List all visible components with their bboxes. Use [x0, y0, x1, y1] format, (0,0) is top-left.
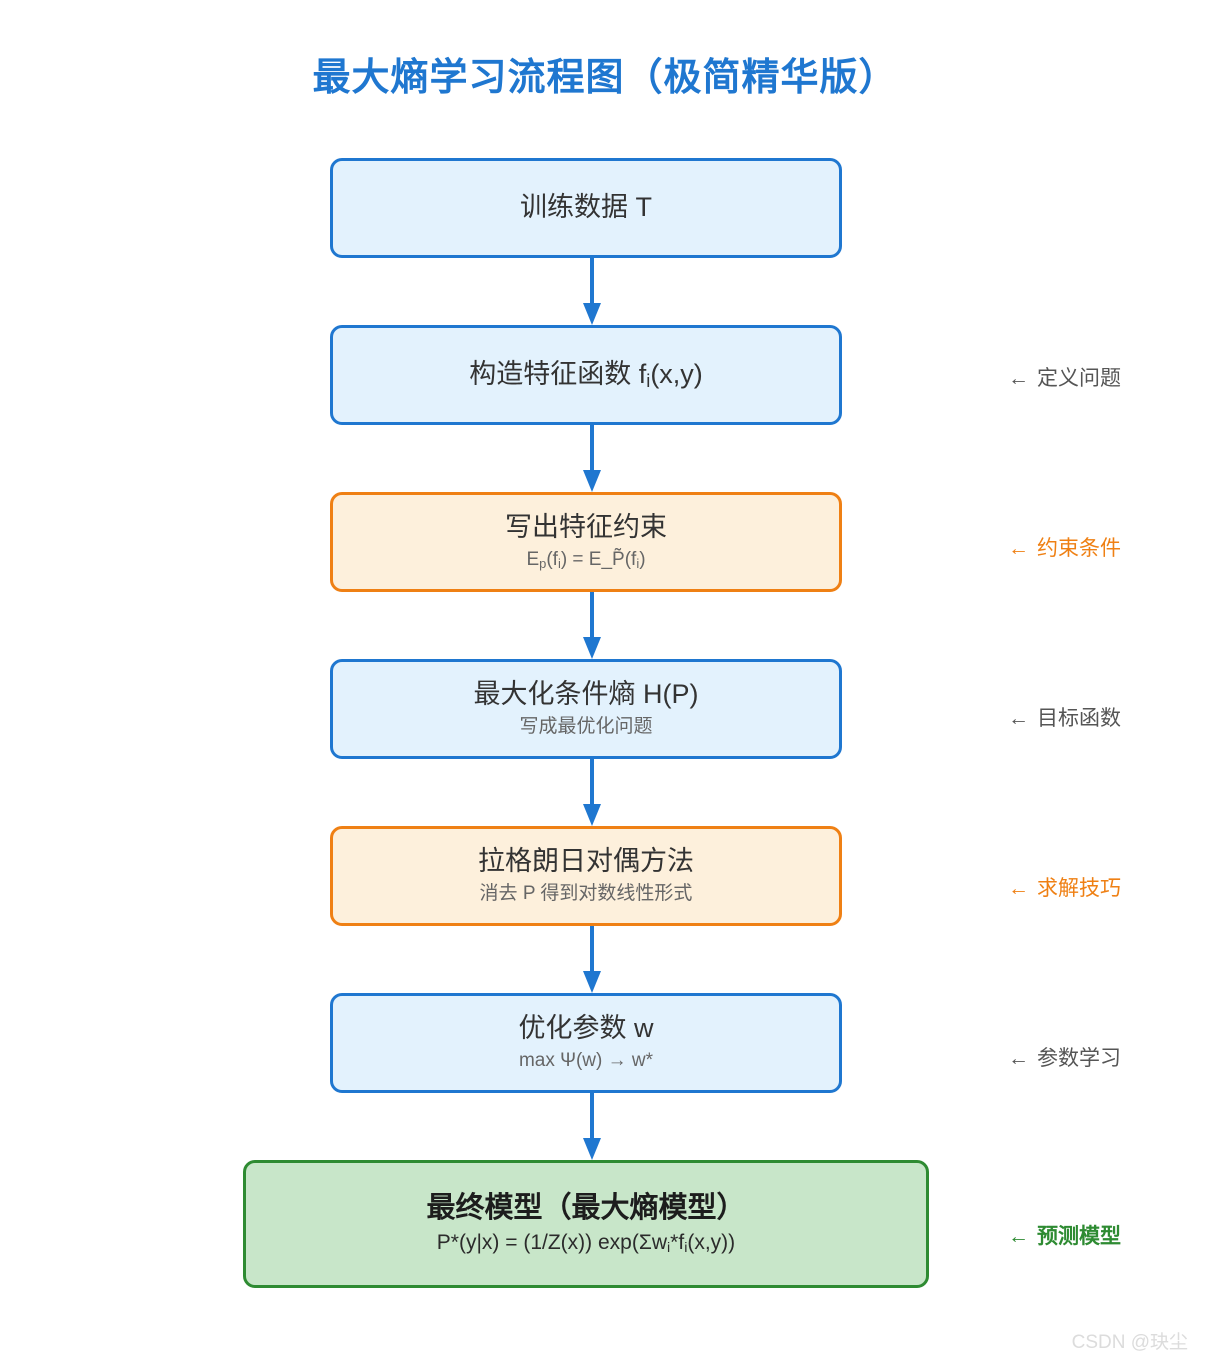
arrow-connector-6	[578, 1093, 606, 1160]
node-feature-function[interactable]: 构造特征函数 fi(x,y)	[330, 325, 842, 425]
node-subtitle: 消去 P 得到对数线性形式	[479, 883, 693, 905]
node-training-data[interactable]: 训练数据 T	[330, 158, 842, 258]
annotation-parameter-learning: ← 参数学习	[1008, 1048, 1121, 1069]
left-arrow-icon: ←	[1008, 537, 1029, 560]
node-title: 拉格朗日对偶方法	[478, 846, 694, 877]
arrow-connector-1	[578, 258, 606, 325]
node-title-tail: (x,y)	[650, 358, 703, 389]
node-title: 构造特征函数 fi(x,y)	[469, 358, 703, 393]
node-title: 优化参数 w	[518, 1013, 654, 1044]
node-title: 最大化条件熵 H(P)	[473, 679, 699, 710]
annotation-solving-trick: ← 求解技巧	[1008, 878, 1121, 899]
left-arrow-icon: ←	[1008, 707, 1029, 730]
node-final-model[interactable]: 最终模型（最大熵模型） P*(y|x) = (1/Z(x)) exp(Σwi*f…	[243, 1160, 929, 1288]
annotation-label: 求解技巧	[1037, 877, 1121, 900]
annotation-label: 目标函数	[1037, 707, 1121, 730]
left-arrow-icon: ←	[1008, 1225, 1029, 1248]
node-title-subscript: i	[646, 369, 651, 391]
arrow-connector-2	[578, 425, 606, 492]
node-title: 训练数据 T	[520, 192, 652, 223]
annotation-label: 预测模型	[1037, 1225, 1121, 1248]
arrow-connector-3	[578, 592, 606, 659]
node-subtitle: P*(y|x) = (1/Z(x)) exp(Σwi*fi(x,y))	[436, 1231, 736, 1257]
node-title: 最终模型（最大熵模型）	[426, 1192, 746, 1225]
annotation-predict-model: ← 预测模型	[1008, 1226, 1121, 1247]
arrow-connector-5	[578, 926, 606, 993]
annotation-label: 约束条件	[1037, 537, 1121, 560]
annotation-objective-function: ← 目标函数	[1008, 708, 1121, 729]
arrow-connector-4	[578, 759, 606, 826]
node-optimize-parameters[interactable]: 优化参数 w max Ψ(w) → w*	[330, 993, 842, 1093]
left-arrow-icon: ←	[1008, 367, 1029, 390]
node-maximize-entropy[interactable]: 最大化条件熵 H(P) 写成最优化问题	[330, 659, 842, 759]
annotation-label: 定义问题	[1037, 367, 1121, 390]
annotation-define-problem: ← 定义问题	[1008, 368, 1121, 389]
node-title: 写出特征约束	[505, 512, 667, 543]
node-feature-constraint[interactable]: 写出特征约束 Ep(fi) = E_P̃(fi)	[330, 492, 842, 592]
csdn-watermark: CSDN @玦尘	[1071, 1332, 1188, 1353]
annotation-constraints: ← 约束条件	[1008, 538, 1121, 559]
annotation-label: 参数学习	[1037, 1047, 1121, 1070]
node-subtitle: max Ψ(w) → w*	[518, 1050, 654, 1072]
left-arrow-icon: ←	[1008, 1047, 1029, 1070]
node-subtitle: Ep(fi) = E_P̃(fi)	[526, 549, 646, 571]
left-arrow-icon: ←	[1008, 877, 1029, 900]
page-title: 最大熵学习流程图（极简精华版）	[312, 57, 898, 99]
node-lagrange-dual[interactable]: 拉格朗日对偶方法 消去 P 得到对数线性形式	[330, 826, 842, 926]
node-title-main: 构造特征函数 f	[469, 358, 647, 389]
node-subtitle: 写成最优化问题	[519, 716, 653, 738]
